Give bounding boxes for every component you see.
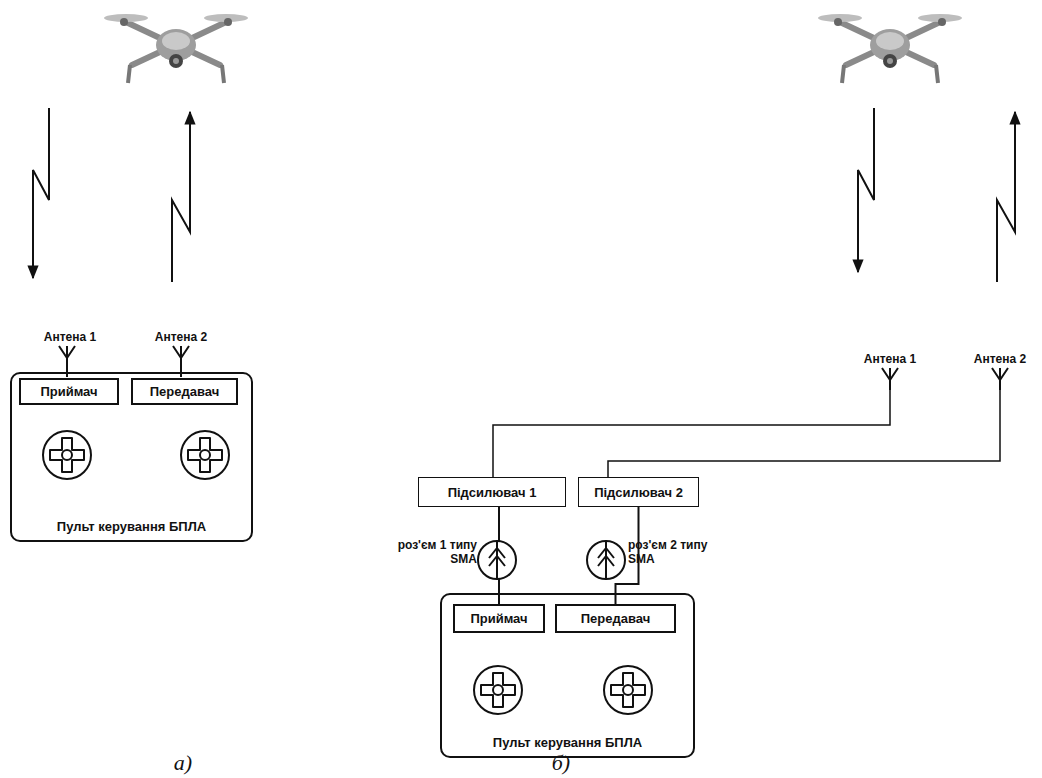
receiver-box: Приймач [19, 378, 119, 405]
antenna-cable [493, 390, 890, 477]
antenna-label: Антена 2 [962, 352, 1038, 366]
antenna-cable [608, 390, 1000, 477]
remote-control-panel: Пульт керування БПЛА Приймач Передавач [10, 372, 253, 542]
box-label: Передавач [581, 611, 651, 626]
receiver-box: Приймач [453, 604, 545, 633]
antenna-label: Антена 2 [148, 330, 214, 344]
transmitter-box: Передавач [131, 378, 238, 405]
panel-title: Пульт керування БПЛА [442, 735, 693, 750]
amplifier-box: Підсилювач 2 [578, 477, 699, 507]
box-label: Підсилювач 1 [448, 485, 537, 500]
radio-link-down [858, 108, 874, 272]
antenna-label: Антена 1 [35, 330, 105, 344]
panel-title: Пульт керування БПЛА [12, 519, 251, 534]
remote-control-panel: Пульт керування БПЛА Приймач Передавач [440, 593, 695, 758]
sma-connector [478, 541, 516, 579]
box-label: Приймач [40, 384, 97, 399]
amplifier-box: Підсилювач 1 [418, 477, 566, 507]
connector-label: роз'єм 1 типу SMA [393, 538, 477, 567]
box-label: Підсилювач 2 [594, 485, 683, 500]
antenna-label: Антена 1 [852, 352, 928, 366]
radio-link-up [997, 112, 1015, 282]
box-label: Передавач [150, 384, 220, 399]
sma-connector [587, 541, 625, 579]
radio-link-up [172, 112, 190, 282]
radio-link-down [33, 108, 49, 278]
transmitter-box: Передавач [555, 604, 676, 633]
box-label: Приймач [470, 611, 527, 626]
figure-caption: б) [546, 750, 576, 776]
connector-label: роз'єм 2 типу SMA [628, 538, 712, 567]
figure-caption: а) [168, 750, 198, 776]
